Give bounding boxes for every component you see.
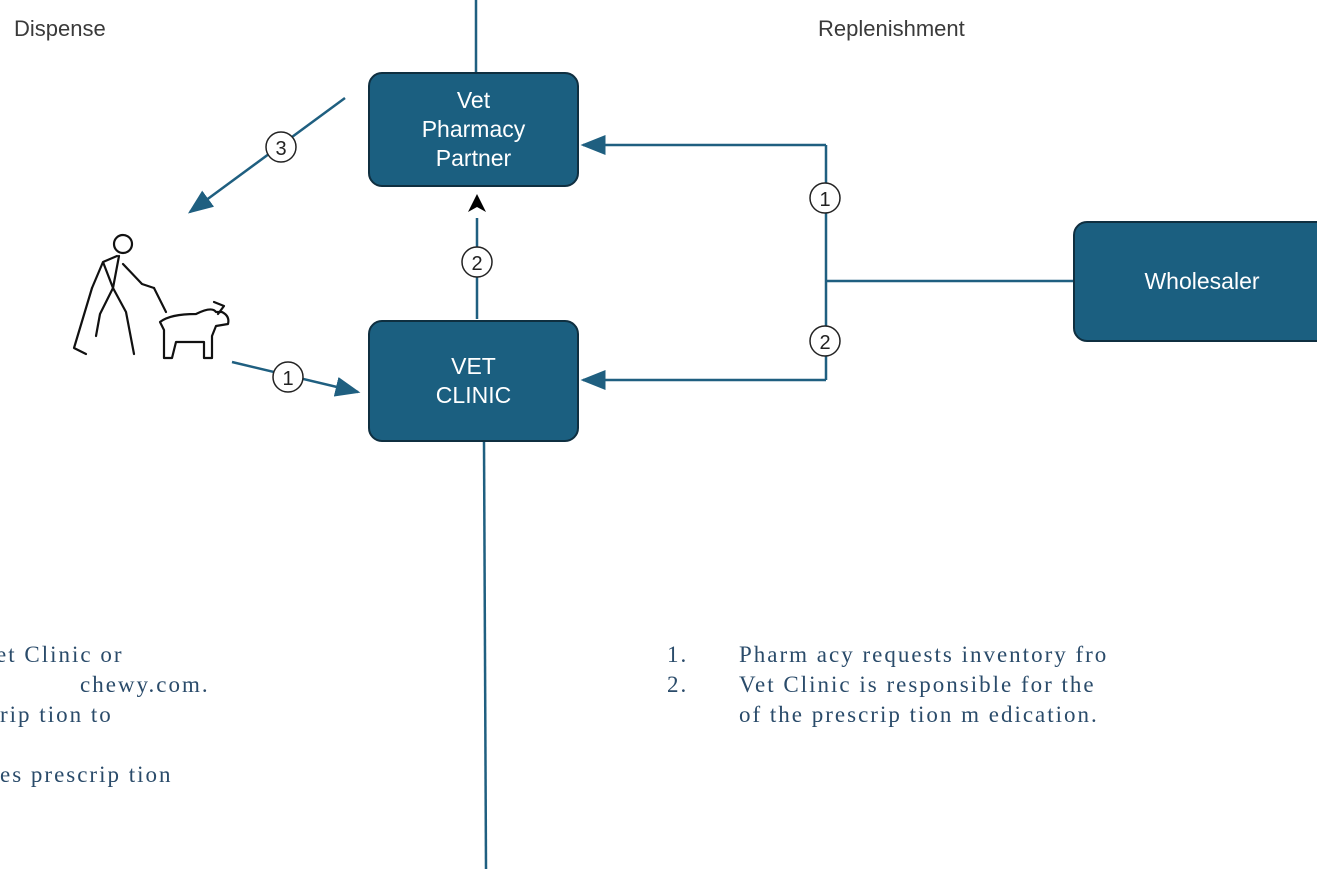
step-marker-replenish-2-label: 2 <box>819 332 830 354</box>
step-marker-dispense-1 <box>272 361 304 393</box>
node-vet-pharmacy-partner: Vet Pharmacy Partner <box>368 72 579 187</box>
left-note-line-3: rip tion to <box>0 702 113 727</box>
left-note-line-1: et Clinic or <box>0 642 124 667</box>
person-walking-dog-icon <box>72 233 230 360</box>
node-clinic-line-1: VET <box>451 353 496 380</box>
node-pharmacy-line-1: Vet <box>456 87 491 114</box>
right-note-1-text: Pharm acy requests inventory fro <box>739 642 1109 667</box>
right-notes: 1. Pharm acy requests inventory fro 2. V… <box>667 640 1317 730</box>
step-marker-dispense-2-label: 2 <box>471 253 482 275</box>
step-marker-replenish-1-label: 1 <box>819 189 830 211</box>
right-note-3-text: of the prescrip tion m edication. <box>739 702 1099 727</box>
node-pharmacy-line-2: Pharmacy <box>421 116 526 143</box>
step-marker-dispense-2 <box>461 246 493 278</box>
step-marker-dispense-3-label: 3 <box>275 138 286 160</box>
step-marker-dispense-3 <box>265 131 297 163</box>
node-wholesaler-label: Wholesaler <box>1144 268 1260 295</box>
left-note-line-2: chewy.com. <box>80 672 210 697</box>
left-note-line-4 <box>0 730 173 760</box>
left-note-line-5: es prescrip tion <box>0 762 173 787</box>
right-note-1: 1. Pharm acy requests inventory fro <box>667 640 1317 670</box>
right-note-1-number: 1. <box>667 642 689 667</box>
right-note-3: of the prescrip tion m edication. <box>667 700 1317 730</box>
right-note-2: 2. Vet Clinic is responsible for the <box>667 670 1317 700</box>
node-pharmacy-line-3: Partner <box>435 144 512 171</box>
right-note-2-number: 2. <box>667 672 689 697</box>
section-label-replenishment: Replenishment <box>818 16 965 41</box>
step-marker-replenish-2 <box>809 325 841 357</box>
clinic-to-pharmacy-arrowhead <box>468 194 486 212</box>
step-marker-replenish-1 <box>809 182 841 214</box>
node-vet-clinic: VET CLINIC <box>368 320 579 442</box>
divider-line-bottom <box>482 441 488 869</box>
left-notes: et Clinic or chewy.com. rip tion to es p… <box>0 640 208 790</box>
section-label-dispense: Dispense <box>14 16 106 41</box>
right-note-2-text: Vet Clinic is responsible for the <box>739 672 1096 697</box>
node-clinic-line-2: CLINIC <box>435 382 512 408</box>
node-wholesaler: Wholesaler <box>1073 221 1317 342</box>
step-marker-dispense-1-label: 1 <box>282 368 293 390</box>
